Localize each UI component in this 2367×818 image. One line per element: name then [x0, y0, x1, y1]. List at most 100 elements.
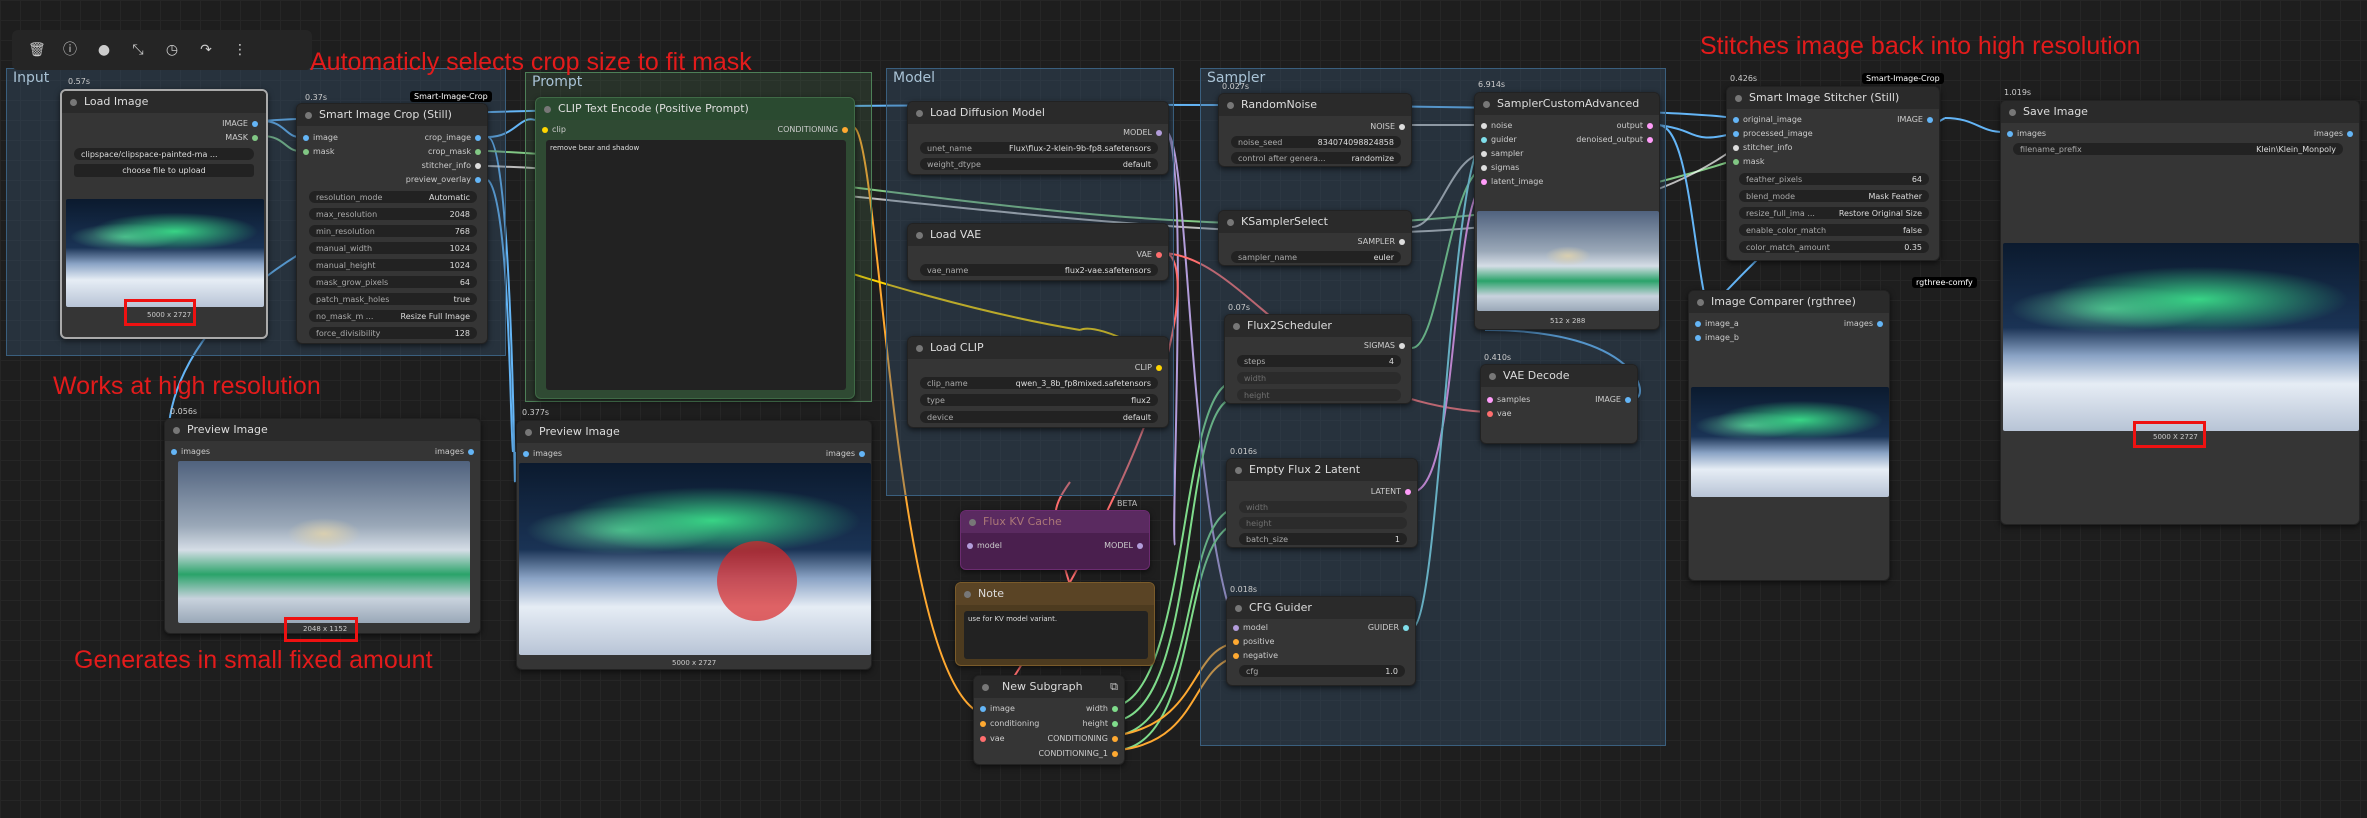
output-noise[interactable]: NOISE — [1370, 122, 1405, 131]
output-height[interactable]: height — [1083, 719, 1118, 728]
input-noise[interactable]: noise — [1481, 121, 1512, 130]
node-clip-text-encode[interactable]: CLIP Text Encode (Positive Prompt) clip … — [535, 97, 855, 399]
widget-no-mask-mode[interactable]: no_mask_m ...Resize Full Image — [309, 310, 477, 322]
widget-height[interactable]: height — [1237, 389, 1401, 401]
widget-width[interactable]: width — [1239, 501, 1407, 513]
input-vae[interactable]: vae — [980, 734, 1005, 743]
prompt-textarea[interactable]: remove bear and shadow — [546, 140, 846, 390]
node-title[interactable]: Load Image — [62, 91, 266, 113]
output-model[interactable]: MODEL — [1104, 541, 1143, 550]
node-title[interactable]: Flux KV Cache — [961, 511, 1149, 533]
output-conditioning-1[interactable]: CONDITIONING_1 — [1038, 749, 1118, 758]
output-sigmas[interactable]: SIGMAS — [1364, 341, 1405, 350]
node-load-image[interactable]: Load Image IMAGE MASK clipspace/clipspac… — [60, 89, 268, 339]
node-title[interactable]: VAE Decode — [1481, 365, 1637, 387]
widget-width[interactable]: width — [1237, 372, 1401, 384]
node-cfg-guider[interactable]: CFG Guider model positive negative GUIDE… — [1226, 596, 1416, 686]
node-save-image[interactable]: Save Image images images filename_prefix… — [2000, 100, 2360, 525]
node-title[interactable]: Empty Flux 2 Latent — [1227, 459, 1417, 481]
output-crop-mask[interactable]: crop_mask — [428, 147, 481, 156]
node-image-comparer[interactable]: Image Comparer (rgthree) image_a image_b… — [1688, 290, 1890, 581]
input-vae[interactable]: vae — [1487, 409, 1512, 418]
node-title[interactable]: Smart Image Crop (Still) — [297, 104, 487, 126]
input-model[interactable]: model — [1233, 623, 1268, 632]
node-title[interactable]: Save Image — [2001, 101, 2359, 123]
trash-icon[interactable]: 🗑 — [28, 42, 46, 58]
node-title[interactable]: Preview Image — [517, 421, 871, 443]
output-image[interactable]: IMAGE — [1595, 395, 1631, 404]
node-title[interactable]: CFG Guider — [1227, 597, 1415, 619]
input-images[interactable]: images — [171, 447, 210, 456]
info-icon[interactable]: ⓘ — [63, 42, 77, 58]
node-vae-decode[interactable]: VAE Decode samples vae IMAGE — [1480, 364, 1638, 444]
output-width[interactable]: width — [1086, 704, 1118, 713]
output-conditioning[interactable]: CONDITIONING — [1048, 734, 1118, 743]
output-sampler[interactable]: SAMPLER — [1358, 237, 1405, 246]
output-crop-image[interactable]: crop_image — [425, 133, 481, 142]
node-title[interactable]: Preview Image — [165, 419, 480, 441]
output-model[interactable]: MODEL — [1123, 128, 1162, 137]
output-latent[interactable]: LATENT — [1371, 487, 1411, 496]
input-processed-image[interactable]: processed_image — [1733, 129, 1813, 138]
color-icon[interactable]: ● — [97, 42, 111, 58]
output-image[interactable]: IMAGE — [1897, 115, 1933, 124]
node-title[interactable]: Load CLIP — [908, 337, 1168, 359]
output-clip[interactable]: CLIP — [1135, 363, 1162, 372]
input-image[interactable]: image — [980, 704, 1015, 713]
input-stitcher-info[interactable]: stitcher_info — [1733, 143, 1792, 152]
history-icon[interactable]: ◷ — [165, 42, 179, 58]
input-sampler[interactable]: sampler — [1481, 149, 1523, 158]
widget-resize-full-image[interactable]: resize_full_ima ...Restore Original Size — [1739, 207, 1929, 219]
input-mask[interactable]: mask — [303, 147, 335, 156]
more-icon[interactable]: ⋮ — [233, 42, 247, 58]
node-title[interactable]: RandomNoise — [1219, 94, 1411, 116]
widget-control-after-generate[interactable]: control after genera...randomize — [1231, 152, 1401, 164]
output-output[interactable]: output — [1617, 121, 1653, 130]
node-note[interactable]: Note use for KV model variant. — [955, 582, 1155, 666]
node-title[interactable]: Note — [956, 583, 1154, 605]
input-image-b[interactable]: image_b — [1695, 333, 1739, 342]
input-latent-image[interactable]: latent_image — [1481, 177, 1543, 186]
output-images[interactable]: images — [435, 447, 474, 456]
input-positive[interactable]: positive — [1233, 637, 1274, 646]
node-smart-image-stitcher[interactable]: Smart Image Stitcher (Still) original_im… — [1726, 86, 1940, 261]
node-title[interactable]: SamplerCustomAdvanced — [1475, 93, 1659, 115]
output-images[interactable]: images — [826, 449, 865, 458]
node-title[interactable]: Smart Image Stitcher (Still) — [1727, 87, 1939, 109]
node-title[interactable]: Flux2Scheduler — [1225, 315, 1411, 337]
output-stitcher-info[interactable]: stitcher_info — [422, 161, 481, 170]
node-sampler-custom-advanced[interactable]: SamplerCustomAdvanced noise guider sampl… — [1474, 92, 1660, 330]
node-preview-image-1[interactable]: Preview Image images images 2048 x 1152 — [164, 418, 481, 634]
open-subgraph-icon[interactable]: ⧉ — [1110, 680, 1118, 693]
node-flux-kv-cache[interactable]: Flux KV Cache model MODEL — [960, 510, 1150, 570]
node-new-subgraph[interactable]: New Subgraph ⧉ image conditioning vae wi… — [973, 675, 1125, 765]
node-title[interactable]: Load Diffusion Model — [908, 102, 1168, 124]
input-clip[interactable]: clip — [542, 125, 566, 134]
note-textarea[interactable]: use for KV model variant. — [964, 611, 1148, 659]
input-samples[interactable]: samples — [1487, 395, 1530, 404]
